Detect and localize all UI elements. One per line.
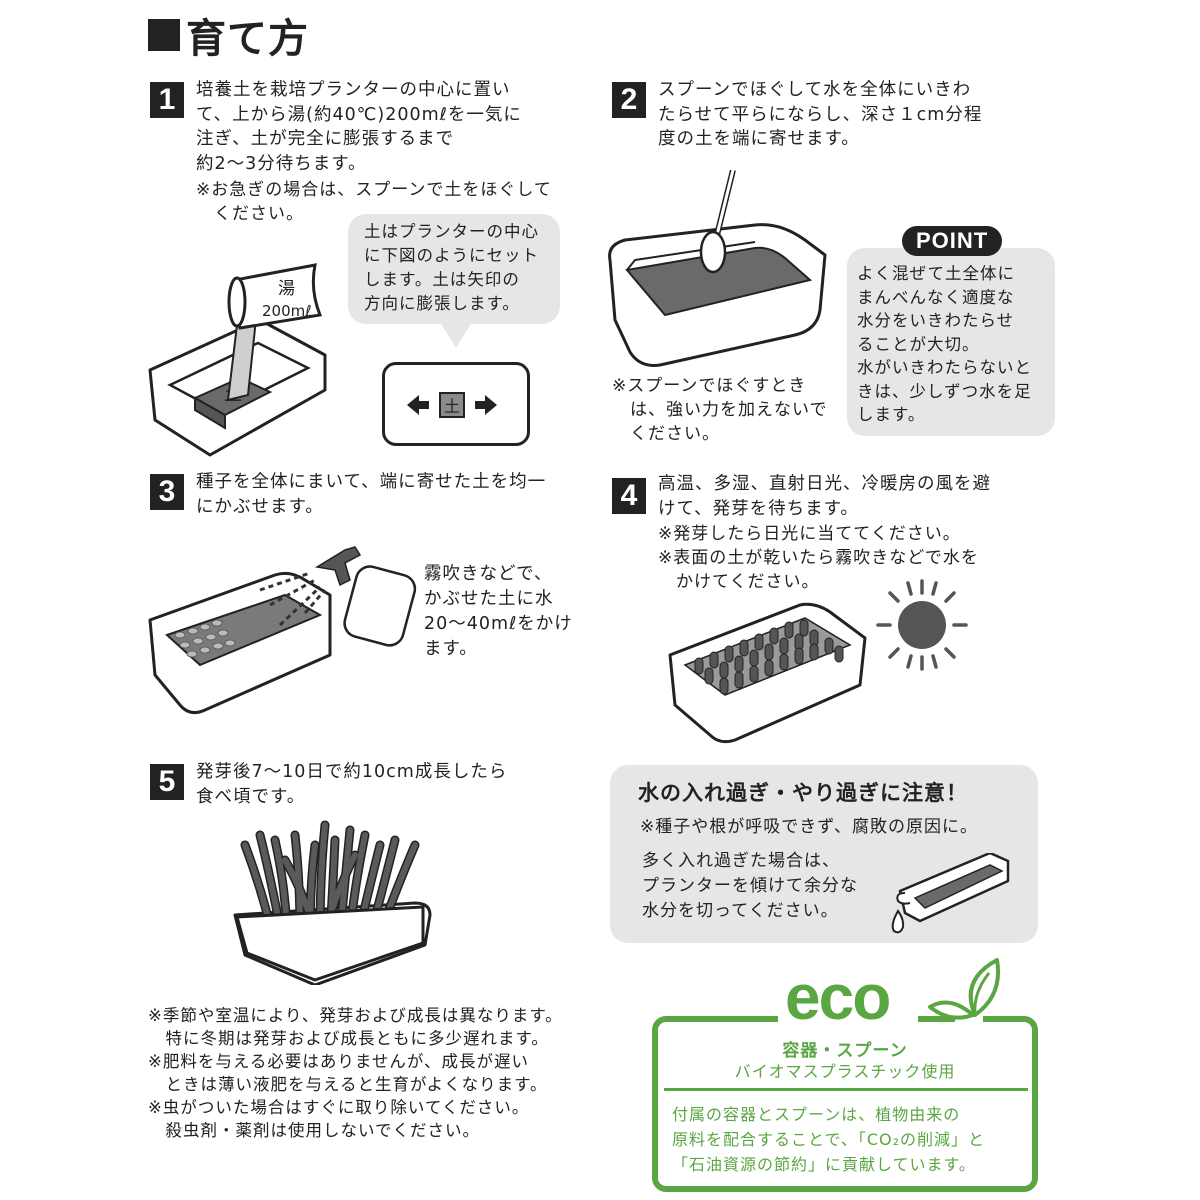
step-3-badge: 3 (150, 474, 184, 510)
step-1-note: ※お急ぎの場合は、スプーンで土をほぐして ください。 (196, 180, 552, 224)
step-1-callout: 土はプランターの中心 に下図のようにセット します。土は矢印の 方向に膨張します… (348, 214, 560, 324)
callout-pointer (440, 322, 472, 348)
pour-water-illustration: 土 湯 200mℓ (148, 263, 327, 457)
step-5-text: 発芽後7〜10日で約10cm成長したら 食べ頃です。 (196, 762, 508, 807)
step-2-text: スプーンでほぐして水を全体にいきわ たらせて平らにならし、深さ１cm分程 度の土… (658, 80, 983, 149)
tilted-tray-drip-icon (891, 853, 1010, 934)
point-badge: POINT (902, 226, 1003, 256)
step-5-badge: 5 (150, 764, 184, 800)
eco-logo: eco (785, 961, 891, 1033)
spoon-mixing-illustration (608, 170, 827, 367)
eco-divider (664, 1088, 1028, 1091)
footnotes: ※季節や室温により、発芽および成長は異なります。 特に冬期は発芽および成長ともに… (148, 1006, 563, 1140)
page-title: 育て方 (148, 6, 309, 64)
eco-box-gap (778, 1010, 918, 1024)
overwatering-warning-box: 水の入れ過ぎ・やり過ぎに注意！ ※種子や根が呼吸できず、腐敗の原因に。 多く入れ… (610, 765, 1038, 943)
eco-subheading: バイオマスプラスチック使用 (734, 1062, 956, 1081)
warning-title: 水の入れ過ぎ・やり過ぎに注意！ (638, 781, 968, 805)
warning-body: 多く入れ過ぎた場合は、 プランターを傾けて余分な 水分を切ってください。 (642, 851, 858, 921)
spray-note: 霧吹きなどで、 かぶせた土に水 20〜40mℓをかけ ます。 (424, 564, 573, 659)
point-box: よく混ぜて土全体に まんべんなく適度な 水分をいきわたらせ ることが大切。 水が… (847, 248, 1055, 436)
seed-spray-illustration (148, 546, 417, 715)
grown-sprouts-illustration (233, 820, 432, 985)
svg-text:土: 土 (444, 397, 460, 416)
step-3-text: 種子を全体にまいて、端に寄せた土を均一 にかぶせます。 (196, 472, 547, 517)
step-2-note: ※スプーンでほぐすとき は、強い力を加えないで ください。 (612, 376, 828, 444)
sprouting-tray-illustration (668, 602, 867, 744)
step-1-badge: 1 (150, 82, 184, 118)
warning-subtitle: ※種子や根が呼吸できず、腐敗の原因に。 (640, 817, 979, 837)
expand-arrows-icon: 土 (407, 392, 497, 418)
svg-text:200mℓ: 200mℓ (262, 302, 311, 320)
expansion-diagram: 土 (382, 362, 530, 446)
step-1-text: 培養土を栽培プランターの中心に置い て、上から湯(約40℃)200mℓを一気に … (196, 80, 522, 174)
eco-heading: 容器・スプーン (782, 1041, 908, 1061)
leaf-icon (928, 958, 1000, 1020)
step-4-badge: 4 (612, 478, 646, 514)
step-4-note: ※発芽したら日光に当ててください。 ※表面の土が乾いたら霧吹きなどで水を かけて… (658, 524, 979, 592)
eco-body: 付属の容器とスプーンは、植物由来の 原料を配合することで、「CO₂の削減」と 「… (672, 1105, 986, 1174)
step-2-badge: 2 (612, 82, 646, 118)
svg-text:湯: 湯 (278, 279, 295, 299)
title-square-icon (148, 19, 180, 51)
step-4-text: 高温、多湿、直射日光、冷暖房の風を避 けて、発芽を待ちます。 (658, 474, 991, 519)
sun-icon (876, 579, 968, 671)
